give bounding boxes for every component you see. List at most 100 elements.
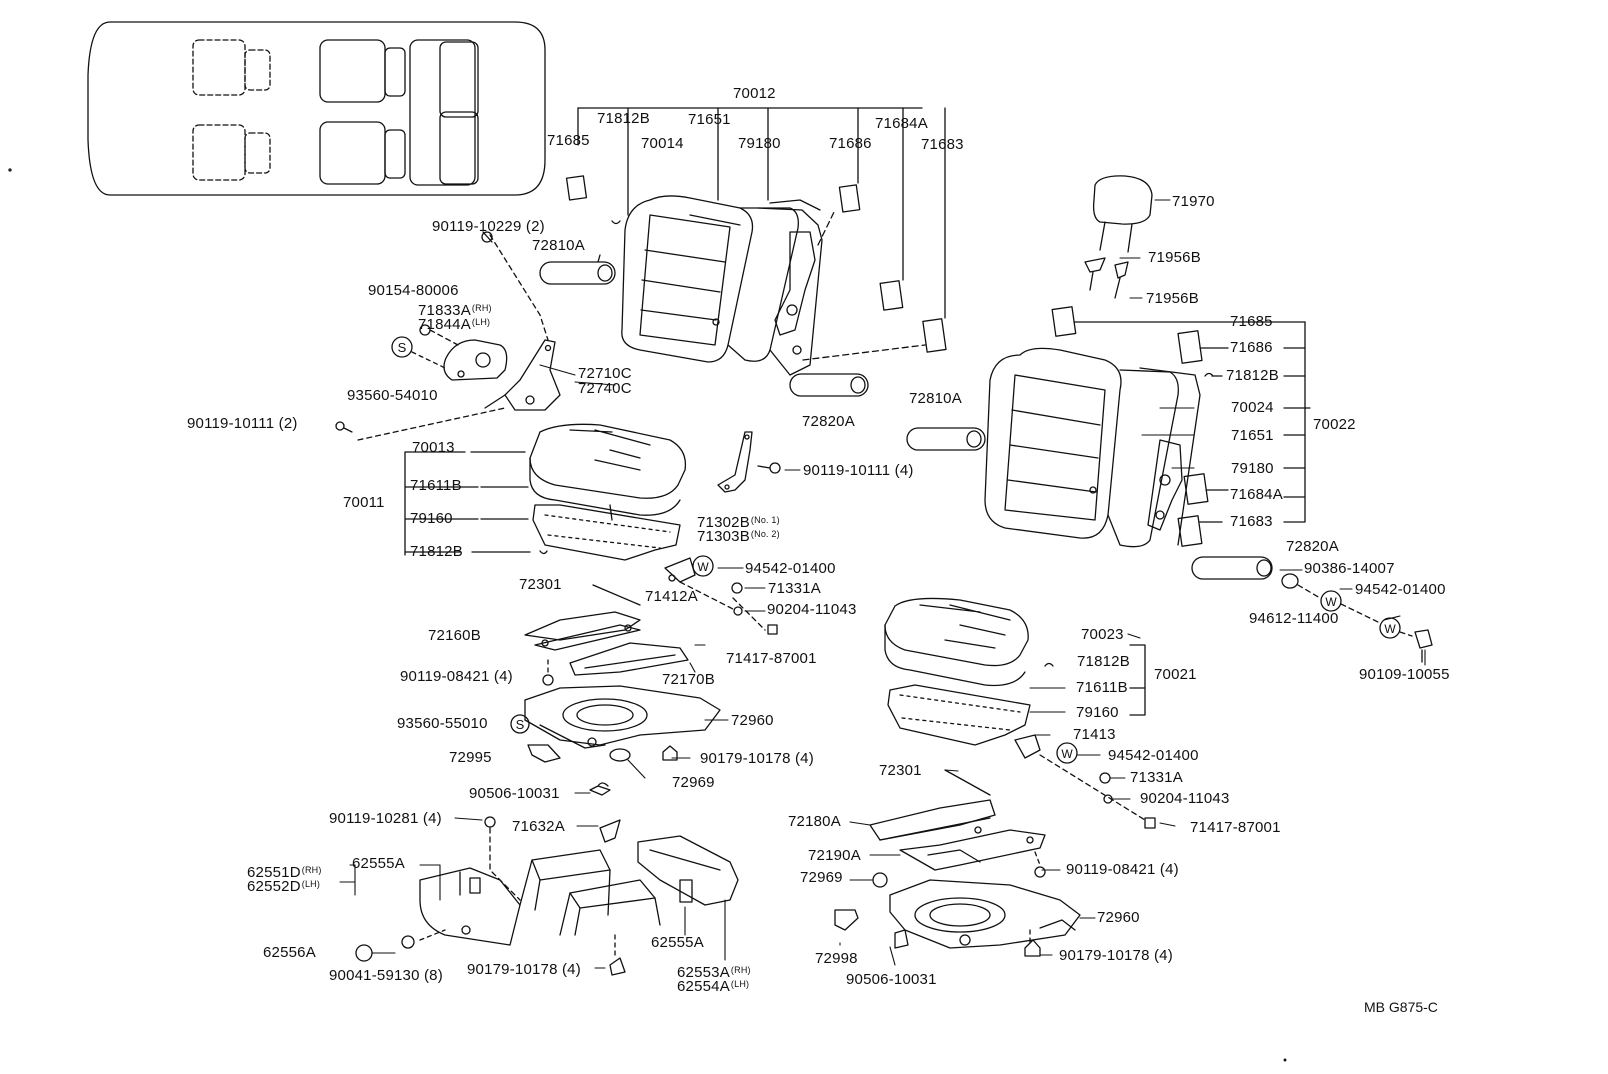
part-label-71683-top: 71683	[921, 136, 964, 153]
part-label-90204-11043-a: 90204-11043	[767, 601, 857, 618]
armrest-72810a-left	[539, 254, 616, 285]
part-label-71611b-right: 71611B	[1076, 679, 1128, 696]
seat-cushion-70021	[884, 597, 1146, 746]
swivel-base-left	[510, 685, 721, 796]
part-label-71417-87001-b: 71417-87001	[1190, 819, 1281, 836]
part-label-70021: 70021	[1154, 666, 1197, 683]
part-label-71812b-r2: 71812B	[1077, 653, 1130, 670]
part-label-90179-10178-b: 90179-10178 (4)	[467, 961, 581, 978]
part-label-71303b: 71303B(No. 2)	[697, 528, 780, 545]
w-symbol-2: W	[1061, 747, 1073, 761]
part-label-71956b-1: 71956B	[1148, 249, 1201, 266]
part-label-71685-right: 71685	[1230, 313, 1273, 330]
part-label-90119-08421-a: 90119-08421 (4)	[400, 668, 513, 685]
diagram-code: MB G875-C	[1364, 999, 1438, 1015]
part-label-70011: 70011	[343, 494, 385, 511]
vehicle-locator-outline	[87, 21, 546, 196]
lever-hardware-left	[592, 555, 778, 635]
part-label-62554a: 62554A(LH)	[677, 978, 750, 995]
part-label-72995: 72995	[449, 749, 492, 766]
headrest-71970	[1084, 175, 1153, 299]
part-label-70013: 70013	[412, 439, 455, 456]
part-label-72960-a: 72960	[731, 712, 774, 729]
w-symbol-1: W	[697, 560, 709, 574]
part-label-71686-top: 71686	[829, 135, 872, 152]
s-symbol-2: S	[516, 717, 525, 732]
leader-lines	[339, 199, 1426, 969]
part-label-72969-a: 72969	[672, 774, 715, 791]
part-label-71331a-b: 71331A	[1130, 769, 1183, 786]
part-label-93560-55010: 93560-55010	[397, 715, 488, 732]
armrest-72820a-right	[1191, 556, 1299, 589]
part-label-71651-top: 71651	[688, 111, 731, 128]
part-label-90119-10111-4: 90119-10111 (4)	[803, 462, 914, 479]
right-armrest-hardware	[1297, 584, 1433, 663]
armrest-72820a-mid	[789, 373, 869, 397]
part-label-72810a-left: 72810A	[532, 237, 585, 254]
part-label-71844a: 71844A(LH)	[418, 316, 491, 333]
part-label-72710c: 72710C	[578, 365, 632, 382]
part-label-72190a: 72190A	[808, 847, 861, 864]
swivel-base-right	[834, 872, 1081, 957]
part-label-71417-87001-a: 71417-87001	[726, 650, 817, 667]
part-label-94542-01400-b: 94542-01400	[1108, 747, 1199, 764]
seatback-70022-illustration	[984, 306, 1311, 548]
part-label-62555a-top: 62555A	[352, 855, 405, 872]
part-label-93560-54010: 93560-54010	[347, 387, 438, 404]
part-label-90506-10031-b: 90506-10031	[846, 971, 937, 988]
part-label-70012: 70012	[733, 85, 776, 102]
part-label-62556a: 62556A	[263, 944, 316, 961]
part-label-90119-10229: 90119-10229 (2)	[432, 218, 545, 235]
part-label-71812b-left: 71812B	[410, 543, 463, 560]
part-label-71683-right: 71683	[1230, 513, 1273, 530]
part-label-72969-b: 72969	[800, 869, 843, 886]
part-label-72301-b: 72301	[879, 762, 922, 779]
armrest-72810a-right	[906, 427, 986, 451]
s-symbol-1: S	[398, 340, 407, 355]
part-label-90109-10055: 90109-10055	[1359, 666, 1450, 683]
seat-cushion-70011	[404, 423, 687, 561]
seatback-70012-illustration	[565, 107, 947, 376]
part-label-71413: 71413	[1073, 726, 1116, 743]
part-label-90119-10111-2: 90119-10111 (2)	[187, 415, 298, 432]
part-label-90119-10281: 90119-10281 (4)	[329, 810, 442, 827]
part-label-62552d: 62552D(LH)	[247, 878, 321, 895]
part-label-70014: 70014	[641, 135, 684, 152]
part-label-62555a-bottom: 62555A	[651, 934, 704, 951]
part-label-79180-top: 79180	[738, 135, 781, 152]
part-label-71833a: 71833A(RH)	[418, 302, 492, 319]
lever-hardware-right	[944, 734, 1156, 829]
armrest-hinge-assembly	[335, 231, 561, 441]
bracket-71302b	[717, 431, 781, 493]
part-label-71685-top: 71685	[547, 132, 590, 149]
part-label-72740c: 72740C	[578, 380, 632, 397]
part-label-70024: 70024	[1231, 399, 1274, 416]
part-label-90154-80006: 90154-80006	[368, 282, 459, 299]
part-label-71970: 71970	[1172, 193, 1215, 210]
part-label-72998: 72998	[815, 950, 858, 967]
part-label-90179-10178-c: 90179-10178 (4)	[1059, 947, 1173, 964]
part-label-71412a: 71412A	[645, 588, 698, 605]
part-label-94612-11400: 94612-11400	[1249, 610, 1339, 627]
part-label-94542-01400-r: 94542-01400	[1355, 581, 1446, 598]
scan-marks	[8, 168, 1287, 1062]
part-label-71651-right: 71651	[1231, 427, 1274, 444]
part-label-72960-b: 72960	[1097, 909, 1140, 926]
part-label-62553a: 62553A(RH)	[677, 964, 751, 981]
part-label-72820a-mid: 72820A	[802, 413, 855, 430]
part-label-70022: 70022	[1313, 416, 1356, 433]
part-label-71956b-2: 71956B	[1146, 290, 1199, 307]
part-label-90041-59130: 90041-59130 (8)	[329, 967, 443, 984]
part-label-72160b: 72160B	[428, 627, 481, 644]
part-label-71686-right: 71686	[1230, 339, 1273, 356]
part-label-90506-10031-a: 90506-10031	[469, 785, 560, 802]
seat-tracks-right	[869, 799, 1046, 878]
part-label-90179-10178-a: 90179-10178 (4)	[700, 750, 814, 767]
part-label-71331a-a: 71331A	[768, 580, 821, 597]
part-label-71812b-right: 71812B	[1226, 367, 1279, 384]
part-label-71684a-top: 71684A	[875, 115, 928, 132]
part-label-62551d: 62551D(RH)	[247, 864, 322, 881]
part-label-72820a-right: 72820A	[1286, 538, 1339, 555]
seat-tracks-left	[524, 611, 689, 686]
